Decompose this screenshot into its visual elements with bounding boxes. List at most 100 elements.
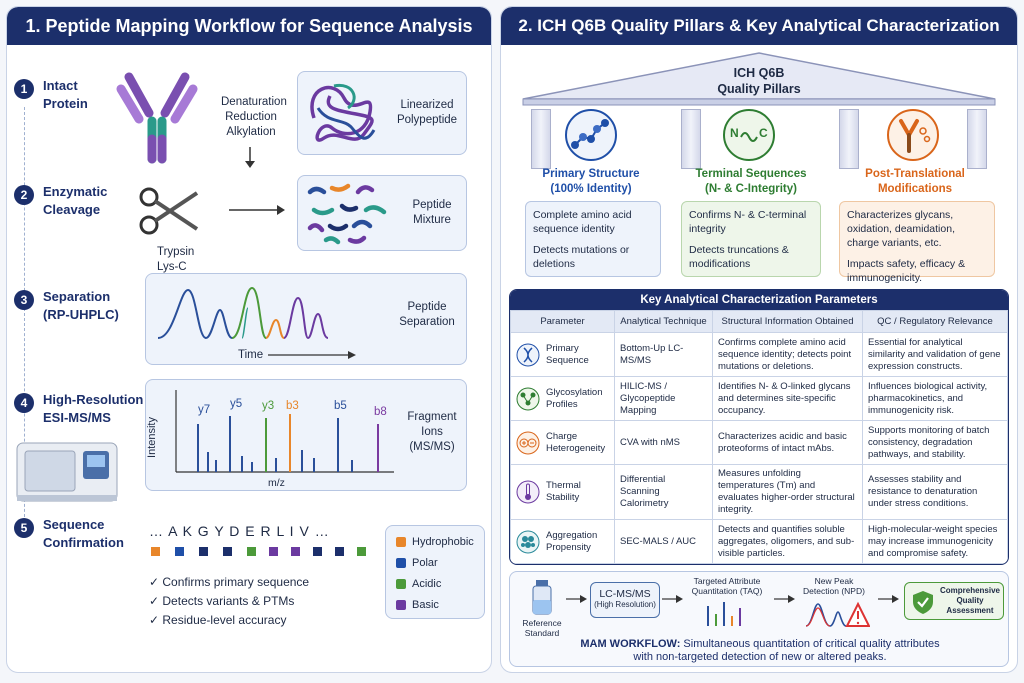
legend-hydrophobic: Hydrophobic <box>396 536 474 548</box>
pillar-column <box>839 109 859 169</box>
col-header: Parameter <box>510 310 615 333</box>
pillar-3-description: Characterizes glycans, oxidation, deamid… <box>839 201 995 284</box>
check-item: ✓ Detects variants & PTMs <box>149 594 295 608</box>
left-panel-title: 1. Peptide Mapping Workflow for Sequence… <box>7 7 491 45</box>
check-item: ✓ Confirms primary sequence <box>149 575 310 589</box>
sequence-text: … A K G Y D E R L I V … <box>149 523 330 539</box>
step-1-number: 1 <box>14 79 34 99</box>
glycan-icon <box>516 387 540 410</box>
ion-label-y3: y3 <box>262 400 275 412</box>
right-panel-title: 2. ICH Q6B Quality Pillars & Key Analyti… <box>501 7 1017 45</box>
ion-label-y5: y5 <box>230 398 243 410</box>
aggregate-icon <box>516 530 540 553</box>
amino-chain-icon <box>565 109 617 161</box>
mz-axis-label: m/z <box>268 477 285 489</box>
charge-icon <box>516 431 540 454</box>
mass-spectrometer-icon <box>16 442 118 502</box>
quality-pillars-panel: 2. ICH Q6B Quality Pillars & Key Analyti… <box>500 6 1018 673</box>
confirmation-checklist: ✓ Confirms primary sequence ✓ Detects va… <box>149 573 309 630</box>
mam-workflow-caption: MAM WORKFLOW: Simultaneous quantitation … <box>580 638 940 663</box>
pillar-roof <box>522 52 996 106</box>
step-connector <box>24 107 25 527</box>
residue-color-strip <box>151 547 366 556</box>
table-row: Thermal Stability Differential Scanning … <box>510 464 1008 520</box>
pillar-2-heading: Terminal Sequences(N- & C-Integrity) <box>695 168 807 195</box>
vial-icon <box>532 580 552 615</box>
down-arrow-icon <box>245 147 255 168</box>
step-3-title: Separation(RP-UHPLC) <box>43 289 119 322</box>
step-5-number: 5 <box>14 518 34 538</box>
n-terminus-label: N <box>730 126 739 140</box>
spectrum-chart <box>175 390 394 473</box>
peptide-fragments-icon <box>307 183 387 245</box>
step-2-number: 2 <box>14 185 34 205</box>
peptide-mapping-panel: 1. Peptide Mapping Workflow for Sequence… <box>6 6 492 673</box>
col-header: QC / Regulatory Relevance <box>862 310 1008 333</box>
legend-basic: Basic <box>396 599 474 611</box>
polypeptide-coil-icon <box>310 83 376 142</box>
table-row: Glycosylation Profiles HILIC-MS / Glycop… <box>510 376 1008 421</box>
table-row: Aggregation Propensity SEC-MALS / AUC De… <box>510 519 1008 564</box>
thermometer-icon <box>516 480 540 504</box>
ion-label-b5: b5 <box>334 400 347 412</box>
ion-label-y7: y7 <box>198 404 211 416</box>
npd-chart-icon <box>805 601 870 627</box>
c-terminus-label: C <box>759 126 768 140</box>
chromatogram-icon <box>157 286 329 340</box>
parameters-table-container: Key Analytical Characterization Paramete… <box>509 289 1009 565</box>
col-header: Structural Information Obtained <box>712 310 863 333</box>
terminal-nc-icon <box>723 109 775 161</box>
pillar-1-heading: Primary Structure(100% Identity) <box>542 168 640 195</box>
step-3-number: 3 <box>14 290 34 310</box>
ms-ms-box: Intensity y7 y5 y3 b <box>145 379 467 491</box>
pillar-column <box>967 109 987 169</box>
table-header-row: Parameter Analytical Technique Structura… <box>510 310 1008 333</box>
ptm-antibody-icon <box>887 109 939 161</box>
legend-acidic: Acidic <box>396 578 474 590</box>
arrow-icon <box>566 595 587 603</box>
lcms-box: LC-MS/MS (High Resolution) <box>590 582 660 618</box>
scissors-icon <box>139 187 199 235</box>
time-arrow-icon <box>268 351 356 359</box>
arrow-icon <box>662 595 683 603</box>
step-4-number: 4 <box>14 393 34 413</box>
table-row: Primary Sequence Bottom-Up LC-MS/MS Conf… <box>510 332 1008 377</box>
residue-legend: Hydrophobic Polar Acidic Basic <box>385 525 485 619</box>
intensity-axis-label: Intensity <box>145 417 158 458</box>
shield-check-icon <box>913 591 933 614</box>
check-item: ✓ Residue-level accuracy <box>149 613 287 627</box>
dna-icon <box>516 343 540 366</box>
parameters-table: Parameter Analytical Technique Structura… <box>510 310 1008 564</box>
taq-chart-icon <box>707 602 741 626</box>
time-axis-label: Time <box>238 349 264 361</box>
ion-label-b8: b8 <box>374 406 387 418</box>
table-row: Charge Heterogeneity CVA with nMS Charac… <box>510 420 1008 465</box>
legend-polar: Polar <box>396 557 474 569</box>
arrow-icon <box>774 595 795 603</box>
antibody-icon <box>116 72 198 164</box>
table-title: Key Analytical Characterization Paramete… <box>510 290 1008 310</box>
right-arrow-icon <box>229 205 285 215</box>
col-header: Analytical Technique <box>614 310 713 333</box>
ion-label-b3: b3 <box>286 400 299 412</box>
pillar-column <box>681 109 701 169</box>
